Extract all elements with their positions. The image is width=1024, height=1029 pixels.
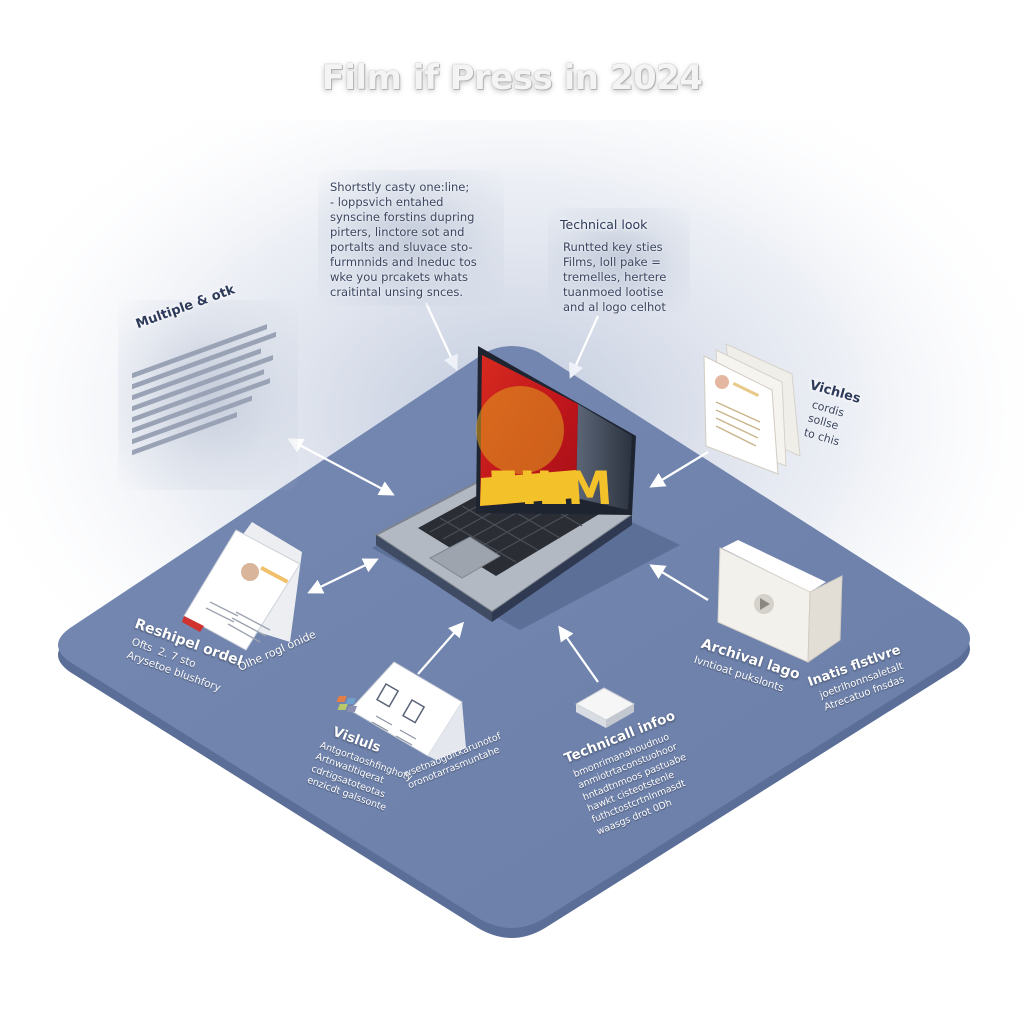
arrow-letters [649, 451, 709, 488]
page-title: Film if Press in 2024 [321, 58, 703, 98]
laptop-base-side [492, 515, 632, 622]
connector-arrows [287, 302, 709, 683]
press-release-letters [703, 343, 801, 475]
poster-yellow-band [480, 470, 576, 506]
arrow-press-kit [307, 558, 379, 594]
technical-look-heading: Technical look [560, 217, 648, 232]
laptop-trackpad [428, 536, 501, 579]
arrow-technical-info [558, 625, 599, 683]
isometric-platform [58, 346, 970, 928]
arrow-top-callout [425, 302, 458, 371]
arrow-technical-look [569, 315, 600, 379]
archival-box [717, 540, 843, 663]
laptop-screen-text: FILM [486, 461, 614, 515]
top-callout-text: Shortstly casty one:line; - loppsvich en… [330, 180, 477, 299]
visuals-storyboard-card [349, 661, 466, 760]
arrow-archival [649, 564, 709, 601]
technical-look-text: Runtted key sties Films, loll pake = tre… [563, 240, 667, 314]
technical-info-chip [336, 687, 636, 728]
laptop-base-front [376, 535, 492, 622]
arrow-visuals [417, 621, 465, 675]
arrow-multiple [287, 438, 395, 496]
callout-glow-top [318, 170, 504, 306]
callout-glow-multiple [118, 300, 298, 490]
letter-portrait [715, 375, 729, 389]
poster-sun [476, 386, 564, 474]
laptop-screen-right [576, 404, 632, 510]
portrait-photo [241, 563, 259, 581]
laptop: FILM [372, 346, 680, 630]
press-kit-document [182, 522, 302, 651]
callout-glow-technical [548, 208, 690, 312]
